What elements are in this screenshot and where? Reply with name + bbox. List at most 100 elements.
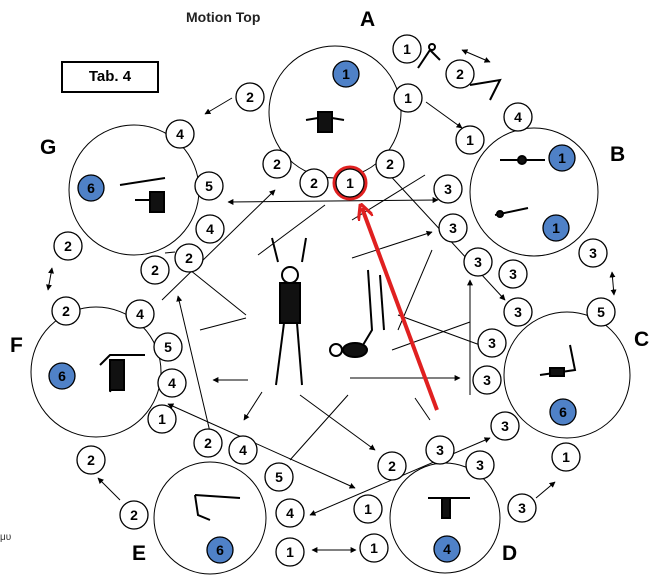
marker-number: 6 bbox=[58, 368, 66, 384]
marker-circle bbox=[586, 297, 616, 327]
step-number-marker: 2 bbox=[140, 255, 170, 285]
marker-number: 4 bbox=[286, 505, 294, 521]
station-letter-f: F bbox=[10, 334, 23, 357]
count-marker: 6 bbox=[77, 174, 105, 202]
marker-circle bbox=[359, 533, 389, 563]
marker-circle bbox=[472, 365, 502, 395]
marker-number: 2 bbox=[87, 452, 95, 468]
step-number-marker: 2 bbox=[174, 243, 204, 273]
marker-number: 2 bbox=[185, 250, 193, 266]
marker-number: 2 bbox=[388, 458, 396, 474]
figure-center-bending bbox=[329, 269, 385, 358]
marker-circle bbox=[477, 328, 507, 358]
step-number-marker: 4 bbox=[503, 102, 533, 132]
count-marker: 1 bbox=[332, 60, 360, 88]
step-number-marker: 4 bbox=[275, 498, 305, 528]
step-number-marker: 1 bbox=[359, 533, 389, 563]
tab-label: Tab. 4 bbox=[61, 61, 159, 93]
stray-text: μυ bbox=[0, 532, 12, 543]
marker-circle bbox=[77, 174, 105, 202]
highlight-circle bbox=[332, 165, 368, 201]
count-marker: 6 bbox=[206, 536, 234, 564]
step-number-marker: 3 bbox=[578, 238, 608, 268]
marker-number: 3 bbox=[488, 335, 496, 351]
connector-line bbox=[289, 394, 349, 461]
marker-number: 3 bbox=[483, 372, 491, 388]
figure-a bbox=[305, 111, 345, 133]
figure-b-bottom bbox=[494, 207, 529, 218]
marker-circle bbox=[393, 83, 423, 113]
station-circle-b bbox=[469, 127, 599, 257]
marker-number: 1 bbox=[562, 449, 570, 465]
highlight-arrow bbox=[362, 208, 439, 411]
step-number-marker: 3 bbox=[490, 411, 520, 441]
step-number-marker: 3 bbox=[503, 297, 533, 327]
step-number-marker: 1 bbox=[393, 83, 423, 113]
step-number-marker: 3 bbox=[477, 328, 507, 358]
step-number-marker: 3 bbox=[438, 213, 468, 243]
marker-circle bbox=[228, 435, 258, 465]
step-number-marker: 2 bbox=[193, 428, 223, 458]
marker-circle bbox=[425, 435, 455, 465]
marker-number: 2 bbox=[204, 435, 212, 451]
marker-circle bbox=[262, 149, 292, 179]
marker-number: 5 bbox=[275, 469, 283, 485]
marker-circle bbox=[433, 535, 461, 563]
step-number-marker: 2 bbox=[445, 59, 475, 89]
step-number-marker: 3 bbox=[425, 435, 455, 465]
marker-circle bbox=[165, 119, 195, 149]
step-number-marker: 4 bbox=[125, 299, 155, 329]
marker-circle bbox=[235, 82, 265, 112]
marker-number: 1 bbox=[466, 132, 474, 148]
connector-line bbox=[199, 317, 247, 331]
marker-number: 4 bbox=[168, 375, 176, 391]
marker-circle bbox=[375, 149, 405, 179]
marker-circle bbox=[264, 462, 294, 492]
marker-number: 2 bbox=[310, 175, 318, 191]
marker-number: 2 bbox=[273, 156, 281, 172]
step-number-marker: 3 bbox=[498, 259, 528, 289]
marker-number: 1 bbox=[370, 540, 378, 556]
marker-number: 1 bbox=[558, 150, 566, 166]
ring-arrow bbox=[461, 49, 491, 63]
marker-number: 3 bbox=[449, 220, 457, 236]
step-number-marker: 2 bbox=[51, 296, 81, 326]
step-number-marker: 1 bbox=[392, 34, 422, 64]
marker-circle bbox=[195, 214, 225, 244]
marker-number: 1 bbox=[346, 175, 354, 191]
figure-top-right-1 bbox=[417, 43, 441, 69]
marker-circle bbox=[433, 174, 463, 204]
marker-number: 3 bbox=[589, 245, 597, 261]
marker-circle bbox=[503, 102, 533, 132]
marker-number: 2 bbox=[456, 66, 464, 82]
marker-circle bbox=[498, 259, 528, 289]
marker-circle bbox=[153, 332, 183, 362]
marker-circle bbox=[48, 362, 76, 390]
marker-number: 4 bbox=[206, 221, 214, 237]
marker-number: 4 bbox=[514, 109, 522, 125]
connector-line bbox=[351, 230, 433, 259]
station-letter-a: A bbox=[360, 8, 376, 31]
marker-number: 3 bbox=[476, 457, 484, 473]
connector-line bbox=[189, 269, 247, 316]
marker-circle bbox=[455, 125, 485, 155]
marker-circle bbox=[503, 297, 533, 327]
marker-circle bbox=[157, 368, 187, 398]
connector-line bbox=[397, 314, 481, 346]
step-number-marker: 1 bbox=[335, 168, 365, 198]
marker-number: 1 bbox=[364, 501, 372, 517]
step-number-marker: 2 bbox=[377, 451, 407, 481]
step-number-marker: 1 bbox=[275, 537, 305, 567]
step-number-marker: 5 bbox=[194, 171, 224, 201]
connector-line bbox=[257, 204, 326, 256]
figure-d bbox=[428, 497, 470, 519]
marker-circle bbox=[549, 398, 577, 426]
marker-circle bbox=[445, 59, 475, 89]
ring-arrow bbox=[425, 101, 463, 129]
step-number-marker: 2 bbox=[53, 231, 83, 261]
marker-number: 2 bbox=[130, 507, 138, 523]
station-letter-d: D bbox=[502, 542, 518, 565]
step-number-marker: 5 bbox=[586, 297, 616, 327]
